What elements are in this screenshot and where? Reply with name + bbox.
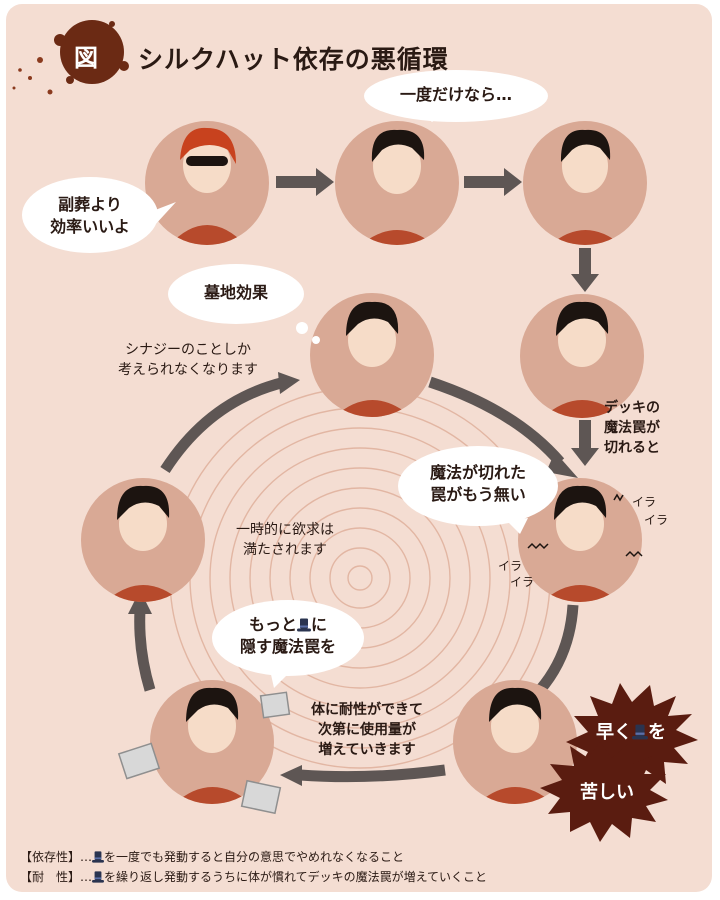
- figure-excited: [535, 301, 630, 418]
- silk-hat-icon: [92, 851, 105, 863]
- bubble-center-line1: 魔法が切れた: [429, 463, 526, 482]
- burst-pain-text: 苦しい: [580, 782, 634, 803]
- cycle-arrow-icon: [134, 376, 579, 783]
- ira-label-right-2: イラ: [644, 513, 669, 527]
- note-deck: デッキの 魔法罠が 切れると: [604, 398, 660, 458]
- note-satisfied: 一時的に欲求は 満たされます: [210, 520, 360, 560]
- figure-dealer: [165, 127, 250, 245]
- silk-hat-icon: [297, 618, 311, 632]
- silk-hat-icon: [632, 724, 648, 740]
- figure-tempted: [350, 129, 445, 245]
- bubble-left-line1: 副葬より: [58, 195, 122, 214]
- burst-shapes: [540, 683, 698, 842]
- bubble-lower-left-post: に: [311, 615, 328, 634]
- figure-synergy: [326, 301, 420, 417]
- note-tolerance-line1: 体に耐性ができて: [311, 702, 423, 718]
- footer-tolerance-label: 【耐 性】…: [20, 870, 93, 884]
- bubble-left-line2: 効率いいよ: [50, 217, 130, 236]
- bubble-lower-left-line1: もっとに: [220, 614, 356, 636]
- bubble-center-text: 魔法が切れた 罠がもう無い: [408, 462, 548, 506]
- figure-worried: [540, 129, 632, 245]
- figure-suffering: [469, 687, 562, 804]
- figure-satisfied: [97, 485, 190, 602]
- speech-bubble-icon: [22, 70, 558, 688]
- footer-dependency: 【依存性】… を一度でも発動すると自分の意思でやめれなくなること: [20, 848, 404, 865]
- footer-dependency-text: を一度でも発動すると自分の意思でやめれなくなること: [104, 850, 405, 864]
- ink-splatter-icon: [12, 20, 129, 95]
- note-deck-line1: デッキの: [604, 400, 660, 416]
- bubble-left-text: 副葬より 効率いいよ: [30, 194, 150, 238]
- silk-hat-icon: [92, 871, 105, 883]
- note-synergy-line2: 考えられなくなります: [118, 362, 258, 378]
- note-tolerance: 体に耐性ができて 次第に使用量が 増えていきます: [292, 700, 442, 760]
- figure-irritated: [534, 485, 627, 602]
- note-deck-line2: 魔法罠が: [604, 420, 660, 436]
- footer-dependency-label: 【依存性】…: [20, 850, 93, 864]
- bubble-lower-left-line2: 隠す魔法罠を: [239, 637, 336, 656]
- burst-hurry-post: を: [648, 722, 666, 743]
- figure-badge: 図: [74, 44, 98, 72]
- note-tolerance-line3: 増えていきます: [318, 742, 416, 758]
- note-synergy-line1: シナジーのことしか: [125, 342, 251, 358]
- ira-label-right-1: イラ: [632, 495, 657, 509]
- note-deck-line3: 切れると: [604, 440, 660, 456]
- bubble-lower-left-pre: もっと: [248, 615, 297, 634]
- page-title: シルクハット依存の悪循環: [138, 45, 449, 74]
- burst-hurry-text: 早くを: [596, 718, 666, 744]
- note-tolerance-line2: 次第に使用量が: [318, 722, 416, 738]
- figure-craving: [166, 687, 260, 804]
- thought-bubble-icon: [168, 264, 320, 344]
- irritation-marks: [527, 493, 643, 558]
- footer-tolerance-text: を繰り返し発動するうちに体が慣れてデッキの魔法罠が増えていくこと: [104, 870, 488, 884]
- thought-bubble-text: 墓地効果: [203, 283, 268, 302]
- bubble-center-line2: 罠がもう無い: [430, 485, 526, 504]
- footer-tolerance: 【耐 性】… を繰り返し発動するうちに体が慣れてデッキの魔法罠が増えていくこと: [20, 868, 487, 885]
- top-arrows: [276, 168, 599, 466]
- note-satisfied-line2: 満たされます: [243, 542, 327, 558]
- scattered-cards: [117, 691, 291, 815]
- ira-label-left-1: イラ: [498, 559, 523, 573]
- note-satisfied-line1: 一時的に欲求は: [236, 522, 334, 538]
- bubble-lower-left-text: もっとに 隠す魔法罠を: [220, 614, 356, 658]
- ira-label-left-2: イラ: [510, 575, 535, 589]
- burst-hurry-pre: 早く: [596, 722, 632, 743]
- bubble-top-text: 一度だけなら…: [399, 85, 512, 104]
- note-synergy: シナジーのことしか 考えられなくなります: [98, 340, 278, 380]
